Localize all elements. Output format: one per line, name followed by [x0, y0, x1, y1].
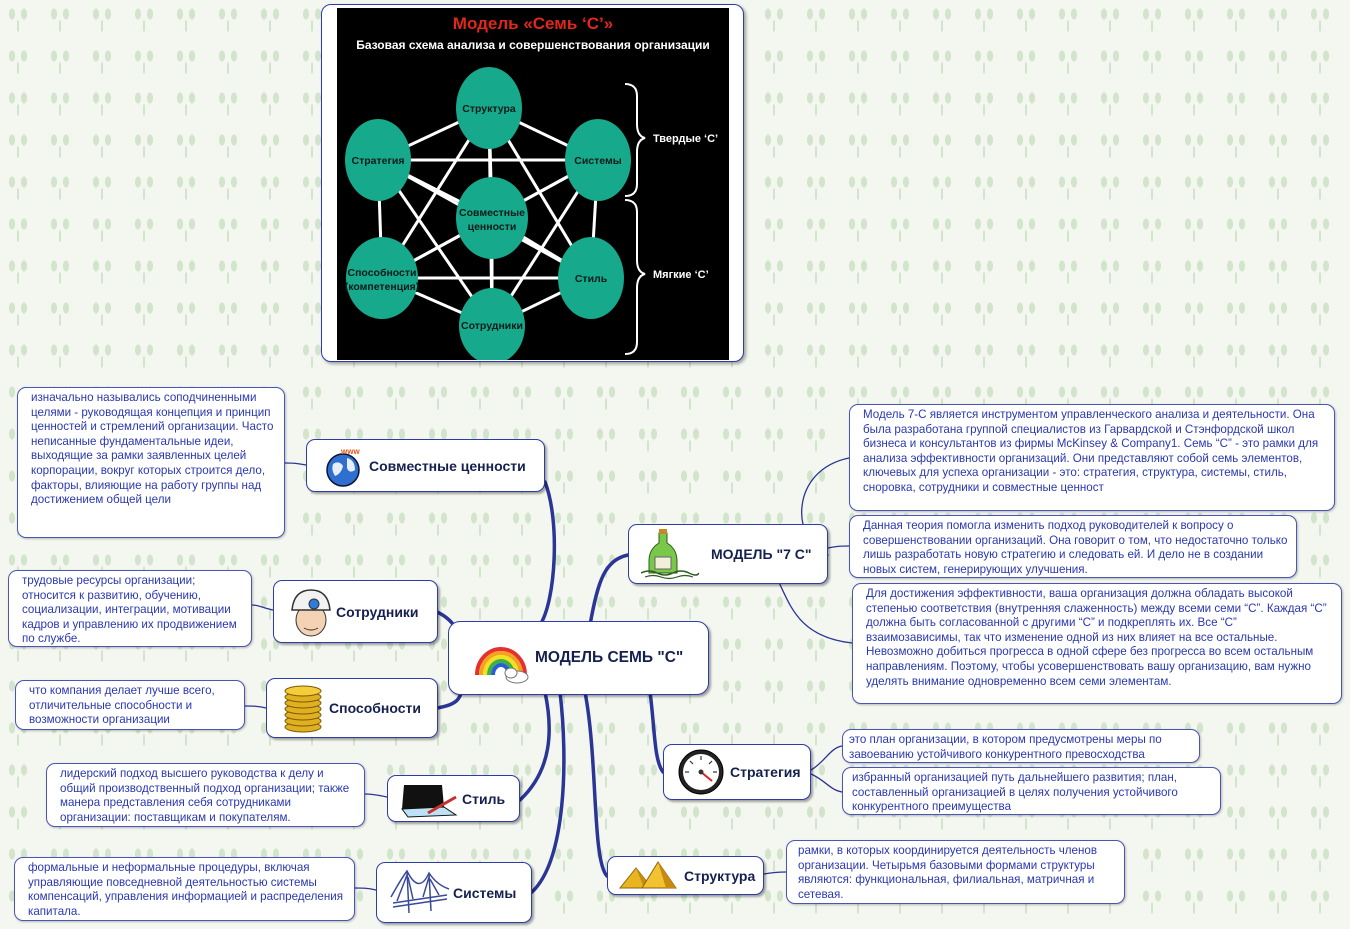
label-structure: Структура: [462, 103, 516, 115]
svg-text:www: www: [340, 447, 360, 456]
topic-staff[interactable]: Сотрудники: [273, 580, 438, 643]
circle-style: [558, 237, 624, 319]
note-model-7s-2: Данная теория помогла изменить подход ру…: [849, 515, 1297, 578]
note-model-7s-1: Модель 7-С является инструментом управле…: [849, 404, 1335, 511]
note-strategy-2: избранный организацией путь дальнейшего …: [842, 767, 1221, 815]
coins-icon: [281, 681, 325, 735]
label-skills-1: Способности: [348, 267, 417, 279]
circle-systems: [565, 119, 631, 201]
pyramids-icon: [618, 860, 680, 892]
note-structure: рамки, в которых координируется деятельн…: [786, 840, 1125, 904]
label-skills-2: (компетенция): [345, 281, 420, 293]
note-staff: трудовые ресурсы организации; относится …: [8, 570, 252, 647]
topic-label: Структура: [684, 867, 756, 884]
topic-structure[interactable]: Структура: [607, 856, 764, 895]
seven-s-model-image: Модель «Семь ‘С’» Базовая схема анализа …: [337, 8, 729, 364]
note-skills: что компания делает лучше всего, отличит…: [15, 680, 245, 730]
bridge-icon: [389, 867, 451, 919]
topic-label: Стиль: [462, 790, 506, 807]
image-title: Модель «Семь ‘С’»: [453, 14, 613, 33]
label-staff: Сотрудники: [461, 320, 523, 332]
soft-brace: [624, 199, 646, 355]
topic-model-7s[interactable]: МОДЕЛЬ "7 С": [628, 524, 828, 584]
circle-shared-values: [456, 177, 528, 259]
image-subtitle: Базовая схема анализа и совершенствовани…: [356, 38, 710, 52]
central-topic[interactable]: МОДЕЛЬ СЕМЬ "С": [448, 621, 709, 695]
label-shared-values-1: Совместные: [459, 207, 525, 219]
circle-structure: [456, 67, 522, 149]
topic-label: Сотрудники: [336, 603, 419, 620]
topic-skills[interactable]: Способности: [266, 678, 438, 738]
topic-strategy[interactable]: Стратегия: [663, 744, 811, 800]
circle-skills: [346, 237, 418, 319]
note-model-7s-3: Для достижения эффективности, ваша орган…: [852, 583, 1342, 704]
circle-staff: [459, 288, 525, 364]
topic-label: Системы: [453, 884, 517, 901]
label-shared-values-2: ценности: [468, 221, 517, 233]
label-systems: Системы: [574, 155, 621, 167]
hard-s-label: Твердые ‘С’: [653, 133, 718, 145]
topic-systems[interactable]: Системы: [376, 862, 532, 923]
label-style: Стиль: [575, 273, 608, 285]
gauge-icon: [676, 747, 726, 797]
central-label: МОДЕЛЬ СЕМЬ "С": [535, 649, 684, 666]
topic-shared-values[interactable]: www Совместные ценности: [306, 439, 545, 492]
note-style: лидерский подход высшего руководства к д…: [46, 763, 365, 827]
note-systems: формальные и неформальные процедуры, вкл…: [14, 857, 355, 921]
topic-label: Способности: [329, 700, 421, 716]
circle-strategy: [345, 119, 411, 201]
model-image-frame: Модель «Семь ‘С’» Базовая схема анализа …: [321, 4, 744, 364]
topic-style[interactable]: Стиль: [387, 775, 520, 822]
note-shared-values: изначально назывались соподчиненными цел…: [17, 387, 285, 538]
soft-s-label: Мягкие ‘С’: [653, 269, 709, 281]
label-strategy: Стратегия: [352, 155, 405, 167]
bottle-icon: [641, 527, 699, 581]
note-strategy-1: это план организации, в котором предусмо…: [842, 729, 1200, 763]
rainbow-icon: [471, 631, 531, 685]
topic-label: Стратегия: [730, 764, 801, 780]
worker-icon: [288, 584, 334, 640]
laptop-icon: [398, 779, 460, 819]
hard-brace: [624, 83, 646, 197]
topic-label: Совместные ценности: [369, 457, 526, 474]
topic-label: МОДЕЛЬ "7 С": [711, 546, 812, 562]
globe-icon: www: [321, 444, 365, 488]
